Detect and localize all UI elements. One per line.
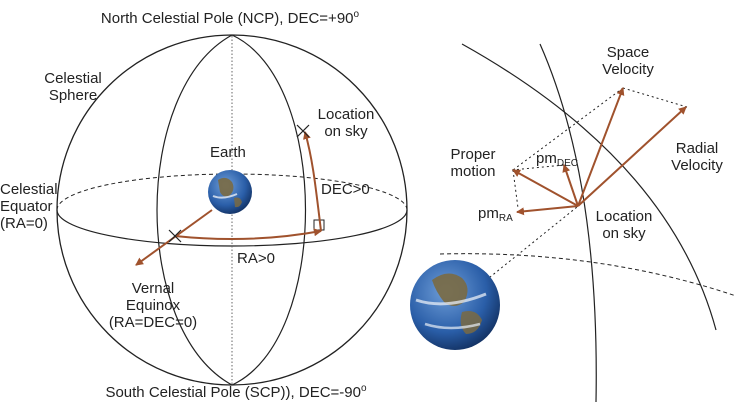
space-velocity-arrow [577,87,625,207]
star-location-marker [296,124,310,138]
earth-globe-large [410,260,500,350]
sphere-arc-outer [461,43,717,331]
earth-label: Earth [210,144,246,161]
radial-velocity-arrow [577,106,687,207]
vernal-equinox-marker [168,229,182,243]
velocity-diagram [410,43,736,402]
celestial-sphere [56,34,408,386]
ra-arc-arrow [174,228,322,241]
dec-label: DEC>0 [321,181,370,198]
pm-ra-label: pmRA [478,205,513,224]
ncp-label: North Celestial Pole (NCP), DEC=+90o [100,9,360,27]
dec-arc-arrow [303,131,322,232]
pm-dec-label: pmDEC [536,150,578,169]
sightline-dotted [473,206,578,291]
ra-label: RA>0 [237,250,275,267]
pm-dec-arrow [562,164,579,207]
meridian-star [231,34,307,386]
equator-dashed [439,253,736,297]
proper-motion-arrow [512,169,579,207]
earth-globe-small [208,170,252,214]
pm-ra-arrow [516,205,579,216]
meridian-ra0 [156,34,233,386]
scp-label: South Celestial Pole (SCP)), DEC=-90o [105,383,367,401]
